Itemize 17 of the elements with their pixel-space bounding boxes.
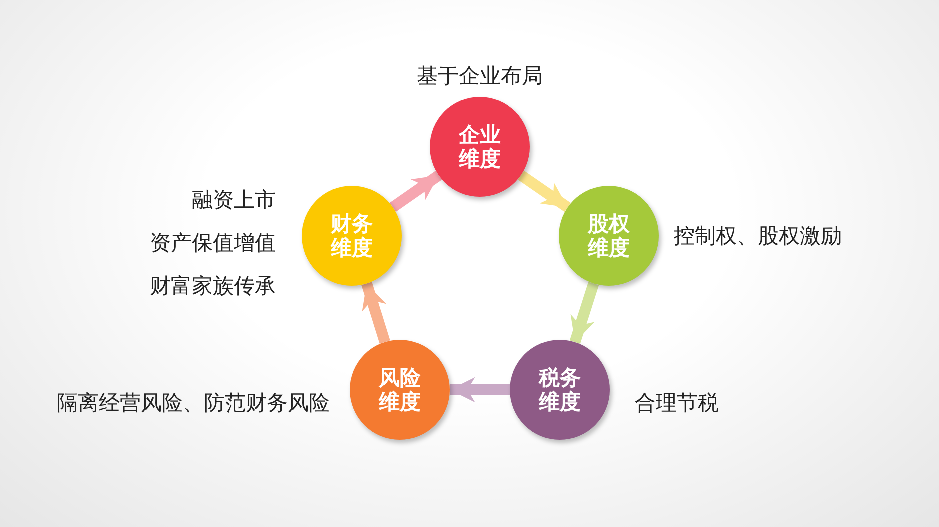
arrow bbox=[570, 282, 600, 344]
side-note: 控制权、股权激励 bbox=[674, 223, 842, 250]
arrow bbox=[362, 282, 390, 344]
side-note: 资产保值增值 bbox=[150, 230, 276, 257]
side-note: 财富家族传承 bbox=[150, 273, 276, 300]
side-note: 基于企业布局 bbox=[417, 63, 543, 90]
node-label: 企业维度 bbox=[458, 122, 502, 172]
side-note: 融资上市 bbox=[192, 187, 276, 214]
arrow bbox=[518, 170, 571, 212]
node-label: 风险维度 bbox=[378, 366, 422, 414]
arrow bbox=[450, 377, 510, 403]
node-label: 财务维度 bbox=[330, 212, 374, 260]
side-note: 合理节税 bbox=[635, 390, 719, 417]
node-label: 税务维度 bbox=[538, 366, 582, 414]
side-note: 隔离经营风险、防范财务风险 bbox=[57, 390, 330, 417]
node-label: 股权维度 bbox=[586, 212, 631, 260]
arrow bbox=[390, 171, 442, 212]
